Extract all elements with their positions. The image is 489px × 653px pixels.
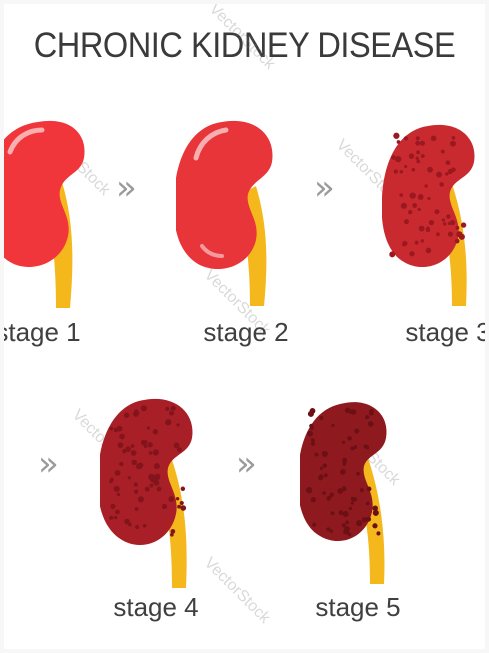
stage-1-label: stage 1 bbox=[4, 317, 108, 348]
arrow-chevron-icon: » bbox=[314, 168, 329, 208]
arrow-chevron-icon: » bbox=[38, 444, 53, 484]
kidney-stage-2 bbox=[176, 114, 286, 310]
stage-3-label: stage 3 bbox=[378, 317, 485, 348]
arrow-chevron-icon: » bbox=[236, 444, 251, 484]
infographic: CHRONIC KIDNEY DISEASE VectorStock Vecto… bbox=[4, 4, 485, 649]
stage-5-label: stage 5 bbox=[288, 592, 428, 623]
stage-2-label: stage 2 bbox=[176, 317, 316, 348]
arrow-chevron-icon: » bbox=[116, 168, 131, 208]
kidney-stage-3 bbox=[382, 116, 485, 312]
kidney-stage-5 bbox=[300, 392, 410, 588]
stage-4-label: stage 4 bbox=[86, 592, 226, 623]
kidney-stage-1 bbox=[4, 112, 100, 308]
kidney-stage-4 bbox=[100, 392, 210, 588]
